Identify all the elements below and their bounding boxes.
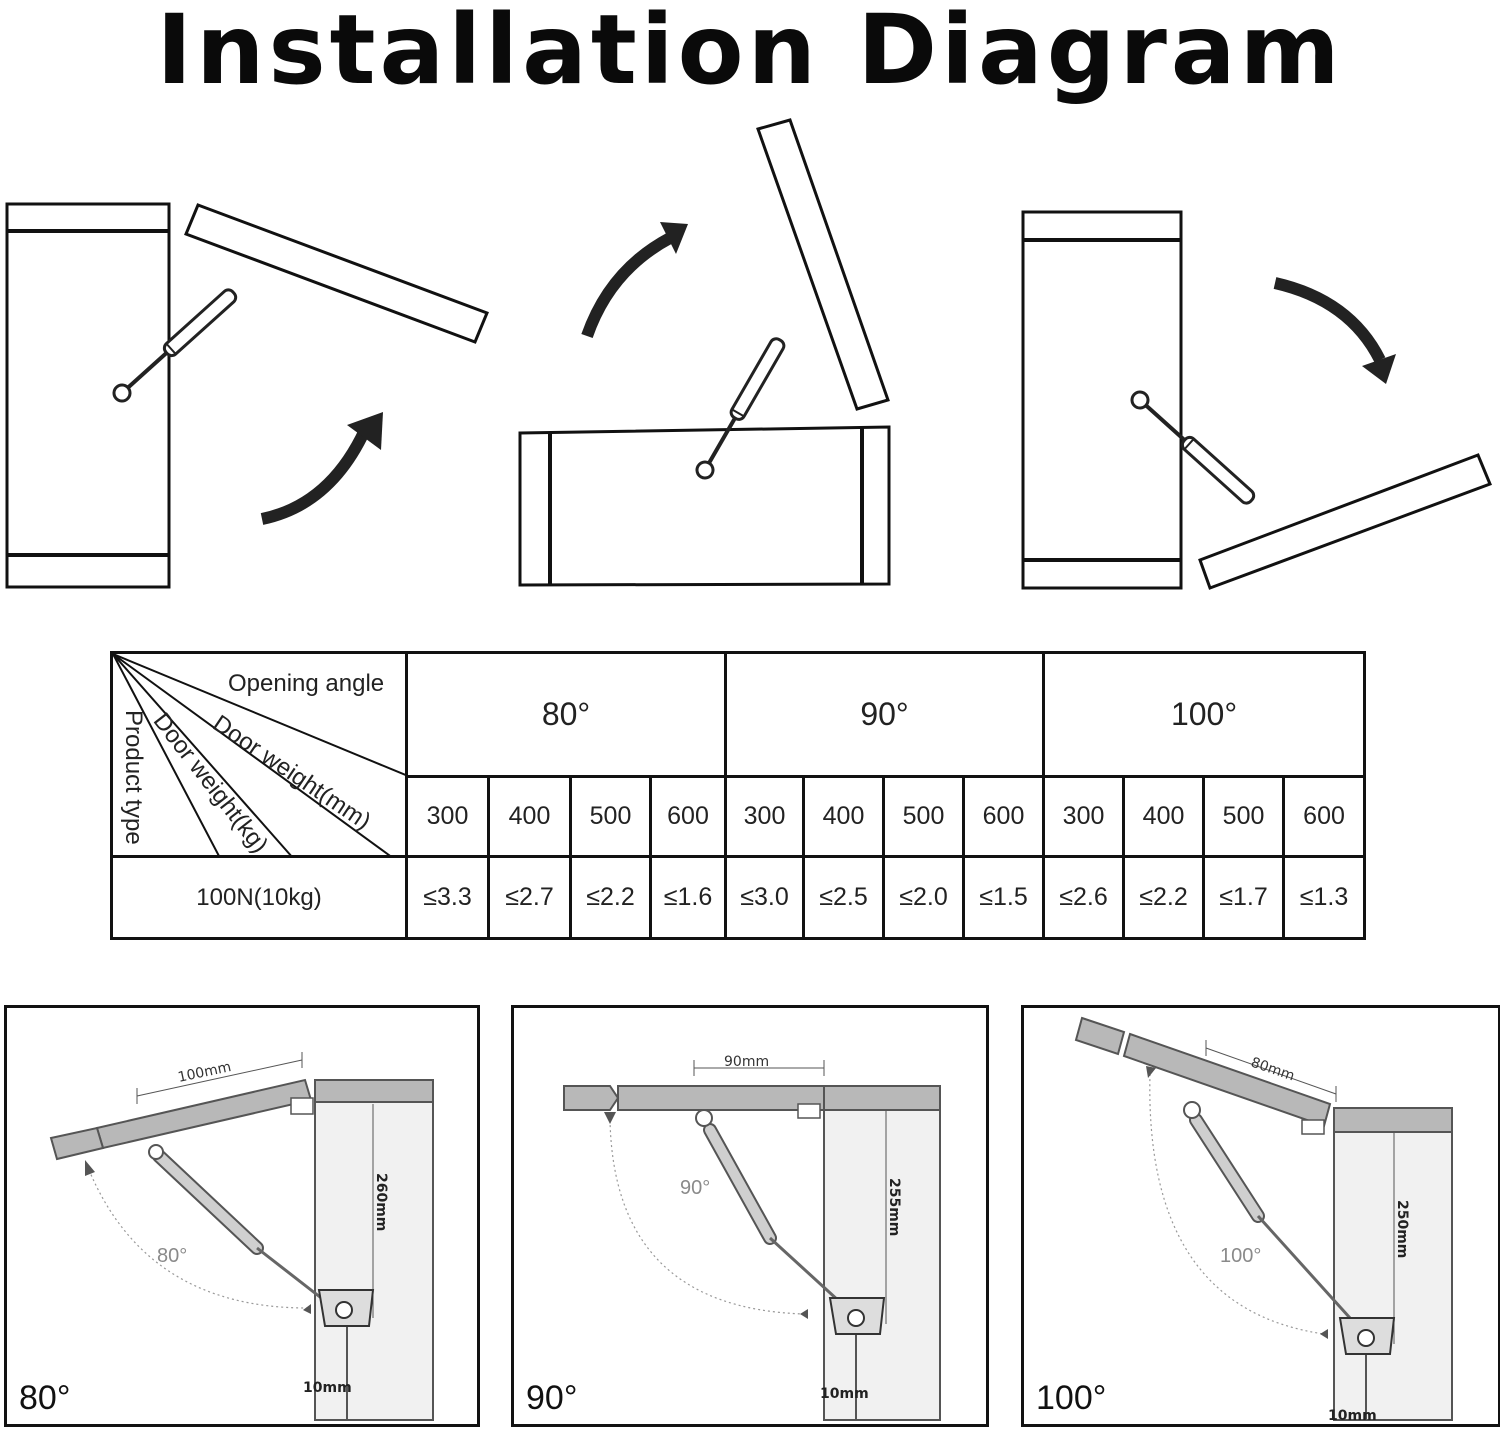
value-cell: ≤3.0 bbox=[724, 855, 806, 940]
gas-strut-icon bbox=[695, 334, 789, 480]
cabinet-right bbox=[1021, 210, 1183, 590]
arc-angle-label: 80° bbox=[157, 1245, 187, 1267]
value-cell: ≤2.2 bbox=[569, 855, 652, 940]
value-cell: ≤3.3 bbox=[405, 855, 490, 940]
cabinet-top bbox=[314, 1079, 434, 1103]
width-cell: 300 bbox=[724, 775, 806, 858]
bottom-dimension-label: 10mm bbox=[303, 1380, 352, 1396]
angle-header: 80° bbox=[404, 651, 728, 778]
door-stub bbox=[49, 1126, 105, 1161]
product-cell: 100N(10kg) bbox=[110, 855, 408, 940]
cabinet-top bbox=[823, 1085, 941, 1111]
angle-header: 90° bbox=[724, 651, 1046, 778]
cabinet-side bbox=[823, 1107, 941, 1421]
opening-angle-label: Opening angle bbox=[228, 670, 385, 697]
angle-header: 100° bbox=[1042, 651, 1367, 778]
door-stub bbox=[1074, 1016, 1126, 1056]
value-cell: ≤2.6 bbox=[1042, 855, 1126, 940]
panel-angle-label: 80° bbox=[19, 1379, 71, 1417]
curved-arrow-head bbox=[660, 222, 688, 254]
hinge-bracket-icon bbox=[1338, 1317, 1396, 1355]
width-cell: 400 bbox=[487, 775, 572, 858]
top-dimension-label: 90mm bbox=[724, 1054, 769, 1070]
width-cell: 300 bbox=[405, 775, 490, 858]
curved-arrow-head bbox=[1362, 354, 1396, 384]
panel-angle-label: 100° bbox=[1036, 1379, 1107, 1417]
width-cell: 600 bbox=[962, 775, 1046, 858]
top-dimension-label: 100mm bbox=[177, 1059, 233, 1086]
bottom-dimension-label: 10mm bbox=[1328, 1408, 1377, 1424]
door-panel bbox=[1122, 1032, 1332, 1128]
arc-angle-label: 100° bbox=[1220, 1245, 1261, 1267]
side-dimension-label: 250mm bbox=[1394, 1200, 1410, 1258]
door-panel bbox=[617, 1085, 825, 1111]
door-panel-3 bbox=[1198, 453, 1492, 590]
door-panel-1 bbox=[184, 203, 489, 344]
width-cell: 600 bbox=[1282, 775, 1367, 858]
top-illustrations bbox=[5, 118, 1492, 590]
side-dimension-label: 260mm bbox=[373, 1173, 389, 1231]
value-cell: ≤2.2 bbox=[1122, 855, 1206, 940]
hinge-bracket-icon bbox=[317, 1289, 375, 1327]
gas-strut-icon bbox=[112, 285, 241, 403]
hinge-bracket-icon bbox=[828, 1297, 886, 1335]
door-stub bbox=[563, 1085, 620, 1111]
value-cell: ≤1.5 bbox=[962, 855, 1046, 940]
cabinet-left bbox=[5, 202, 171, 589]
width-cell: 500 bbox=[569, 775, 652, 858]
gas-strut-icon bbox=[695, 1109, 842, 1304]
panel-angle-label: 90° bbox=[526, 1379, 578, 1417]
curved-arrow-icon bbox=[581, 232, 673, 339]
header-diagonal-cell: Opening angle Door weight(mm) Door weigh… bbox=[110, 651, 408, 858]
door-panel-2 bbox=[756, 118, 890, 411]
door-panel bbox=[95, 1078, 313, 1150]
angle-arc bbox=[88, 1169, 308, 1309]
page-title: Installation Diagram bbox=[156, 0, 1344, 106]
curved-arrow-head bbox=[347, 412, 383, 450]
width-cell: 500 bbox=[1202, 775, 1286, 858]
gas-strut-icon bbox=[1183, 1101, 1352, 1320]
bottom-dimension-label: 10mm bbox=[820, 1386, 869, 1402]
width-cell: 500 bbox=[882, 775, 966, 858]
gas-strut-icon bbox=[1130, 390, 1259, 508]
cabinet-top bbox=[1333, 1107, 1453, 1133]
gas-strut-icon bbox=[148, 1144, 330, 1306]
width-cell: 400 bbox=[802, 775, 886, 858]
panel-100: 80mm 250mm 100° 10mm 100° bbox=[1021, 1005, 1500, 1427]
cabinet-side bbox=[314, 1097, 434, 1421]
width-cell: 300 bbox=[1042, 775, 1126, 858]
value-cell: ≤1.6 bbox=[648, 855, 728, 940]
curved-arrow-icon bbox=[260, 427, 371, 525]
value-cell: ≤2.0 bbox=[882, 855, 966, 940]
side-dimension-label: 255mm bbox=[886, 1178, 902, 1236]
angle-arc bbox=[609, 1119, 805, 1315]
product-type-label: Product type bbox=[120, 710, 147, 845]
cabinet-side bbox=[1333, 1129, 1453, 1421]
curved-arrow-icon bbox=[1273, 277, 1386, 363]
value-cell: ≤2.5 bbox=[802, 855, 886, 940]
value-cell: ≤1.3 bbox=[1282, 855, 1367, 940]
panel-80: 100mm 260mm 80° 10mm 80° bbox=[4, 1005, 480, 1427]
width-cell: 400 bbox=[1122, 775, 1206, 858]
spec-table: Opening angle Door weight(mm) Door weigh… bbox=[110, 651, 1367, 940]
value-cell: ≤1.7 bbox=[1202, 855, 1286, 940]
value-cell: ≤2.7 bbox=[487, 855, 572, 940]
width-cell: 600 bbox=[648, 775, 728, 858]
box-open bbox=[518, 425, 891, 587]
arc-angle-label: 90° bbox=[680, 1177, 710, 1199]
panel-90: 90mm 255mm 90° 10mm 90° bbox=[511, 1005, 989, 1427]
